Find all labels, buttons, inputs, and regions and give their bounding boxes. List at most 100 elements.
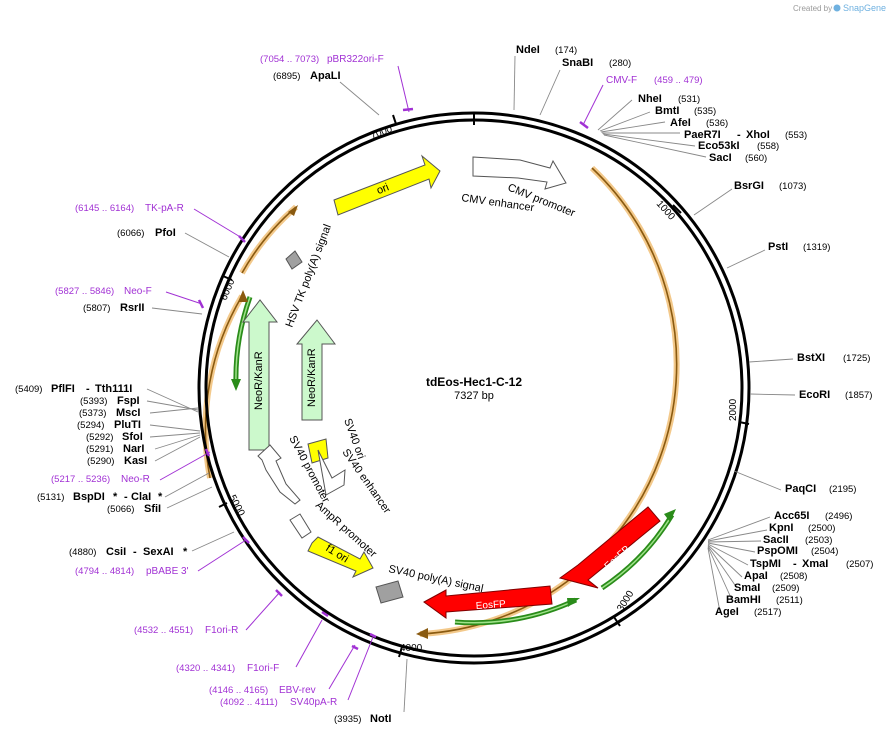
enzyme-bmti[interactable]: BmtI (535): [655, 105, 716, 117]
enzyme-snabi[interactable]: SnaBI (280): [562, 57, 631, 69]
enzyme-position: (5373): [79, 408, 106, 419]
enzyme-apai[interactable]: ApaI (2508): [744, 570, 807, 582]
feature-neor-inner[interactable]: NeoR/KanR: [295, 319, 336, 421]
enzyme-sfoi[interactable]: (5292) SfoI: [86, 431, 143, 443]
enzyme-name: PaeR7I: [684, 129, 721, 141]
primer-position: (459 .. 479): [654, 75, 703, 86]
feature-hsv-tk-polya[interactable]: HSV TK poly(A) signal: [284, 223, 334, 329]
enzyme-kasi[interactable]: (5290) KasI: [87, 455, 147, 467]
enzyme-fspi[interactable]: (5393) FspI: [80, 395, 140, 407]
enzyme-nhei[interactable]: NheI (531): [638, 93, 700, 105]
enzyme-apali[interactable]: (6895) ApaLI: [273, 70, 341, 82]
enzyme-position: (2496): [825, 511, 852, 522]
enzyme-name: AfeI: [670, 117, 691, 129]
enzyme-position: (5292): [86, 432, 113, 443]
enzyme-name: FspI: [117, 395, 140, 407]
enzyme-rsrii[interactable]: (5807) RsrII: [83, 302, 144, 314]
enzyme-eco53ki[interactable]: Eco53kI (558): [698, 140, 779, 152]
enzyme-name: ApaLI: [310, 70, 341, 82]
enzyme-position: (2509): [772, 583, 799, 594]
primer-neo-f[interactable]: (5827 .. 5846) Neo-F: [55, 286, 152, 297]
primer-pbr322ori-f[interactable]: (7054 .. 7073) pBR322ori-F: [260, 54, 384, 65]
enzyme-position: (560): [745, 153, 767, 164]
enzyme-separator: -: [124, 491, 128, 503]
primer-ebv-rev[interactable]: (4146 .. 4165) EBV-rev: [209, 685, 316, 696]
enzyme-pfoi[interactable]: (6066) PfoI: [117, 227, 176, 239]
primer-name: Neo-R: [121, 474, 150, 485]
feature-cmv-promoter[interactable]: CMV promoter CMV enhancer: [461, 156, 577, 220]
enzyme-msci[interactable]: (5373) MscI: [79, 407, 140, 419]
primer-position: (4794 .. 4814): [75, 566, 134, 577]
primer-f1ori-f[interactable]: (4320 .. 4341) F1ori-F: [176, 663, 279, 674]
enzyme-bsrgi[interactable]: BsrGI (1073): [734, 180, 806, 192]
band-arrowheads: [238, 205, 428, 639]
feature-neor-outer[interactable]: NeoR/KanR: [241, 299, 279, 451]
primer-pbabe-3[interactable]: (4794 .. 4814) pBABE 3': [75, 566, 189, 577]
primer-f1ori-r[interactable]: (4532 .. 4551) F1ori-R: [134, 625, 238, 636]
enzyme-position: (5294): [77, 420, 104, 431]
enzyme-name: RsrII: [120, 302, 144, 314]
enzyme-paqci[interactable]: PaqCI (2195): [785, 483, 856, 495]
enzyme-sfii[interactable]: (5066) SfiI: [107, 503, 161, 515]
enzyme-bstxi[interactable]: BstXI (1725): [797, 352, 870, 364]
enzyme-tspmi-xmai[interactable]: TspMI - XmaI (2507): [750, 558, 873, 570]
enzyme-psti[interactable]: PstI (1319): [768, 241, 830, 253]
primer-name: CMV-F: [606, 75, 637, 86]
plasmid-length: 7327 bp: [454, 390, 494, 402]
enzyme-position: (3935): [334, 714, 361, 725]
enzyme-ndei[interactable]: NdeI (174): [516, 44, 577, 56]
enzyme-name: PstI: [768, 241, 788, 253]
enzyme-agei[interactable]: AgeI (2517): [715, 606, 781, 618]
enzyme-pluti[interactable]: (5294) PluTI: [77, 419, 141, 431]
enzyme-name: BsrGI: [734, 180, 764, 192]
enzyme-name: KasI: [124, 455, 147, 467]
feature-eosfp-2[interactable]: EosFP: [423, 585, 553, 619]
enzyme-pspomi[interactable]: PspOMI (2504): [757, 545, 838, 557]
sv40-polya-label: SV40 poly(A) signal: [387, 563, 484, 595]
enzyme-name: CsiI: [106, 546, 126, 558]
enzyme-position: (2508): [780, 571, 807, 582]
enzyme-position: (5290): [87, 456, 114, 467]
enzyme-name: BamHI: [726, 594, 761, 606]
enzyme-pflfi-tth111i[interactable]: (5409) PflFI - Tth111I: [15, 383, 132, 395]
enzyme-name-2: ClaI: [131, 491, 151, 503]
enzyme-afei[interactable]: AfeI (536): [670, 117, 728, 129]
enzyme-position: (5131): [37, 492, 64, 503]
enzyme-smai[interactable]: SmaI (2509): [734, 582, 799, 594]
tick-1000: 1000: [654, 199, 677, 223]
enzyme-position: (6895): [273, 71, 300, 82]
feature-ori[interactable]: ori: [333, 154, 441, 216]
enzyme-name: BstXI: [797, 352, 825, 364]
snapgene-logo-icon: [833, 4, 841, 12]
enzyme-position: (2517): [754, 607, 781, 618]
enzyme-name: BmtI: [655, 105, 679, 117]
tick-marks: [218, 112, 750, 658]
enzyme-name-2: Tth111I: [95, 383, 132, 395]
enzyme-position: (174): [555, 45, 577, 56]
primer-name: Neo-F: [124, 286, 152, 297]
enzyme-saci[interactable]: SacI (560): [709, 152, 767, 164]
enzyme-bspdi-clai[interactable]: (5131) BspDI * - ClaI *: [37, 491, 163, 503]
enzyme-nari[interactable]: (5291) NarI: [86, 443, 144, 455]
enzyme-name: PflFI: [51, 383, 75, 395]
enzyme-sacii[interactable]: SacII (2503): [763, 534, 832, 546]
enzyme-acc65i[interactable]: Acc65I (2496): [774, 510, 852, 522]
enzyme-separator: -: [86, 383, 90, 395]
enzyme-noti[interactable]: (3935) NotI: [334, 713, 391, 725]
enzyme-kpni[interactable]: KpnI (2500): [769, 522, 835, 534]
enzyme-marker: *: [183, 546, 188, 558]
enzyme-separator: -: [133, 546, 137, 558]
enzyme-paer7i-xhoi[interactable]: PaeR7I - XhoI (553): [684, 129, 807, 141]
enzyme-csii-sexai[interactable]: (4880) CsiI - SexAI *: [69, 546, 188, 558]
primer-sv40pa-r[interactable]: (4092 .. 4111) SV40pA-R: [220, 697, 337, 708]
enzyme-position: (6066): [117, 228, 144, 239]
enzyme-bamhi[interactable]: BamHI (2511): [726, 594, 803, 606]
enzyme-name: Eco53kI: [698, 140, 740, 152]
primer-tk-pa-r[interactable]: (6145 .. 6164) TK-pA-R: [75, 203, 184, 214]
primer-cmvf[interactable]: CMV-F (459 .. 479): [606, 75, 703, 86]
feature-sv40-promoter[interactable]: SV40 promoter: [257, 434, 346, 505]
enzyme-ecori[interactable]: EcoRI (1857): [799, 389, 872, 401]
tick-4000: 4000: [400, 643, 423, 654]
primer-neo-r[interactable]: (5217 .. 5236) Neo-R: [51, 474, 150, 485]
